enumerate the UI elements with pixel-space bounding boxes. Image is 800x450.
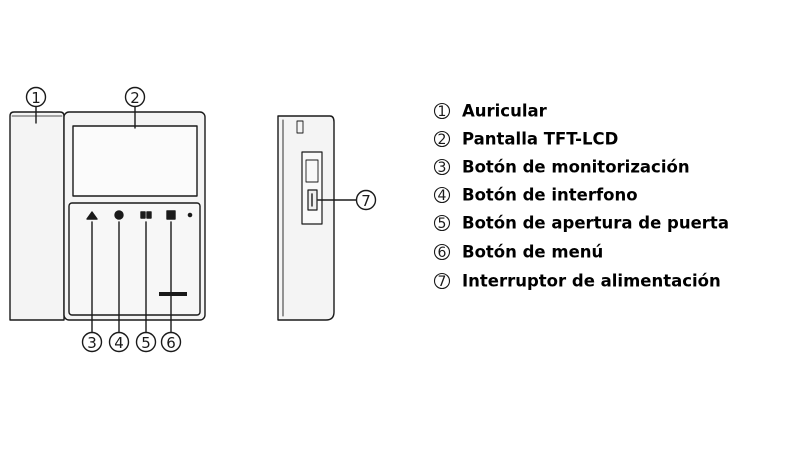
- legend-markers: [433, 102, 451, 290]
- legend-label-7: Interruptor de alimentación: [462, 272, 721, 291]
- menu-button-icon[interactable]: [166, 210, 176, 220]
- legend-label-6: Botón de menú: [462, 243, 603, 262]
- side-view: [277, 115, 335, 321]
- legend-number-5: 5: [438, 216, 447, 232]
- monitor-button-icon[interactable]: [86, 211, 98, 220]
- callout-6-circle: [160, 331, 182, 353]
- callout-4-number: 4: [114, 334, 124, 352]
- legend-number-3: 3: [438, 160, 447, 176]
- tft-lcd-screen: [72, 125, 198, 197]
- legend-label-1: Auricular: [462, 102, 548, 121]
- indicator-led: [187, 212, 193, 218]
- legend-number-6: 6: [438, 245, 447, 261]
- legend-label-4: Botón de interfono: [462, 186, 638, 205]
- callout-1-circle: [25, 86, 47, 108]
- brand-badge: [159, 292, 187, 296]
- callout-3-circle: [81, 331, 103, 353]
- callout-2-number: 2: [130, 89, 140, 107]
- button-panel: [68, 202, 201, 316]
- legend-label-2: Pantalla TFT-LCD: [462, 130, 618, 149]
- callout-7-circle: [355, 189, 377, 211]
- legend: 1 2 3 4 5 6 7 Auricular Pantalla TFT-LCD…: [438, 102, 729, 291]
- legend-number-7: 7: [438, 274, 447, 290]
- callout-4-circle: [108, 331, 130, 353]
- legend-number-2: 2: [438, 132, 447, 148]
- callout-5-number: 5: [141, 334, 151, 352]
- callout-2-circle: [124, 86, 146, 108]
- door-open-button-icon[interactable]: [140, 211, 152, 219]
- intercom-button-icon[interactable]: [114, 210, 124, 220]
- legend-number-1: 1: [438, 104, 447, 120]
- front-view: [9, 111, 206, 321]
- handset: [9, 111, 65, 321]
- legend-number-4: 4: [438, 188, 447, 204]
- callout-7-number: 7: [361, 192, 371, 210]
- legend-label-3: Botón de monitorización: [462, 158, 690, 177]
- callout-1-number: 1: [31, 89, 41, 107]
- legend-label-5: Botón de apertura de puerta: [462, 214, 729, 233]
- callout-5-circle: [135, 331, 157, 353]
- callout-3-number: 3: [87, 334, 97, 352]
- callout-6-number: 6: [166, 334, 176, 352]
